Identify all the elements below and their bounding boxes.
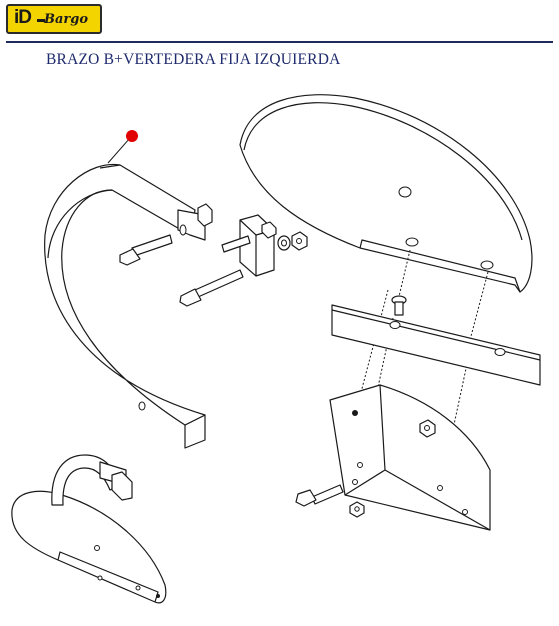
mouldboard-plate	[239, 94, 533, 293]
logo-dash	[37, 19, 45, 22]
washer	[277, 235, 291, 251]
parts-diagram	[0, 80, 559, 621]
logo-script-text: Bargo	[44, 12, 89, 27]
hex-bolt-lower	[295, 484, 344, 507]
exploded-parts-drawing-icon	[11, 94, 541, 604]
brand-logo[interactable]: iD Bargo	[6, 4, 102, 34]
hex-bolt-mid	[179, 269, 244, 307]
page-title: BRAZO B+VERTEDERA FIJA IZQUIERDA	[46, 51, 341, 68]
plow-bolt-small	[391, 295, 407, 316]
header: iD Bargo	[0, 0, 559, 44]
hex-nut-frog	[419, 419, 436, 438]
frog-bracket	[329, 384, 491, 531]
share-bar	[331, 304, 541, 386]
hex-nut-lower	[349, 501, 365, 518]
reference-marker	[126, 130, 138, 142]
hex-nut-upper	[291, 231, 308, 251]
assembled-view-icon	[11, 454, 167, 604]
logo-id-text: iD	[14, 7, 32, 28]
spring-arm	[44, 163, 213, 449]
header-rule	[6, 41, 553, 43]
clamp-block	[221, 214, 277, 277]
hex-bolt-upper	[119, 234, 173, 266]
